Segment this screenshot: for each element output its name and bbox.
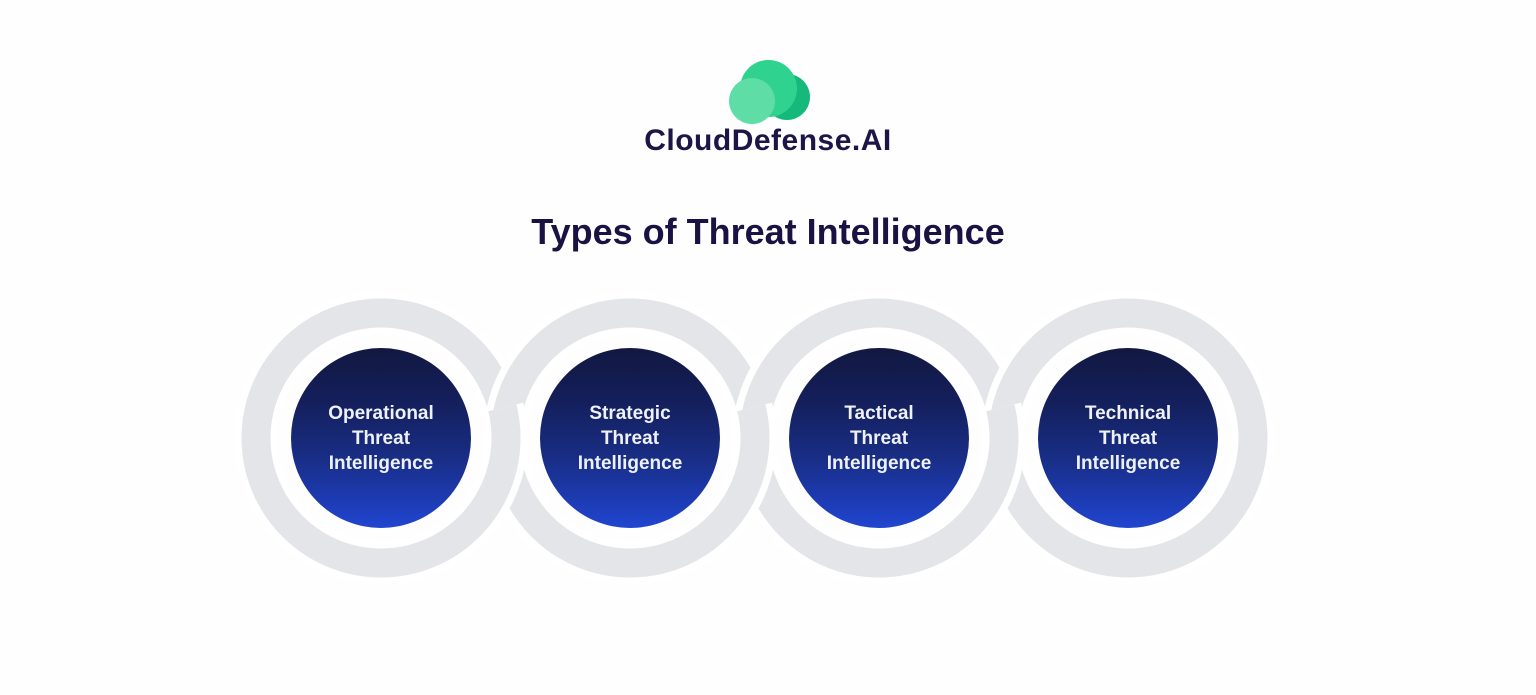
type-label-tactical: Tactical Threat Intelligence: [826, 402, 932, 474]
type-label-strategic: Strategic Threat Intelligence: [577, 402, 683, 474]
type-circle-operational: Operational Threat Intelligence: [291, 348, 471, 528]
type-label-operational: Operational Threat Intelligence: [328, 402, 434, 474]
interlock-patch: [930, 404, 1019, 562]
type-circle-technical: Technical Threat Intelligence: [1038, 348, 1218, 528]
brand-name: CloudDefense.AI: [644, 124, 892, 157]
logo-cloud-icon: [726, 56, 812, 126]
interlock-patch: [432, 404, 521, 562]
type-circle-strategic: Strategic Threat Intelligence: [540, 348, 720, 528]
cloud-circle-front-icon: [729, 78, 775, 124]
interlock-patch: [681, 404, 770, 562]
ring-chain: [234, 291, 1275, 585]
page-title: Types of Threat Intelligence: [531, 211, 1005, 252]
type-label-technical: Technical Threat Intelligence: [1075, 402, 1181, 474]
type-circle-tactical: Tactical Threat Intelligence: [789, 348, 969, 528]
